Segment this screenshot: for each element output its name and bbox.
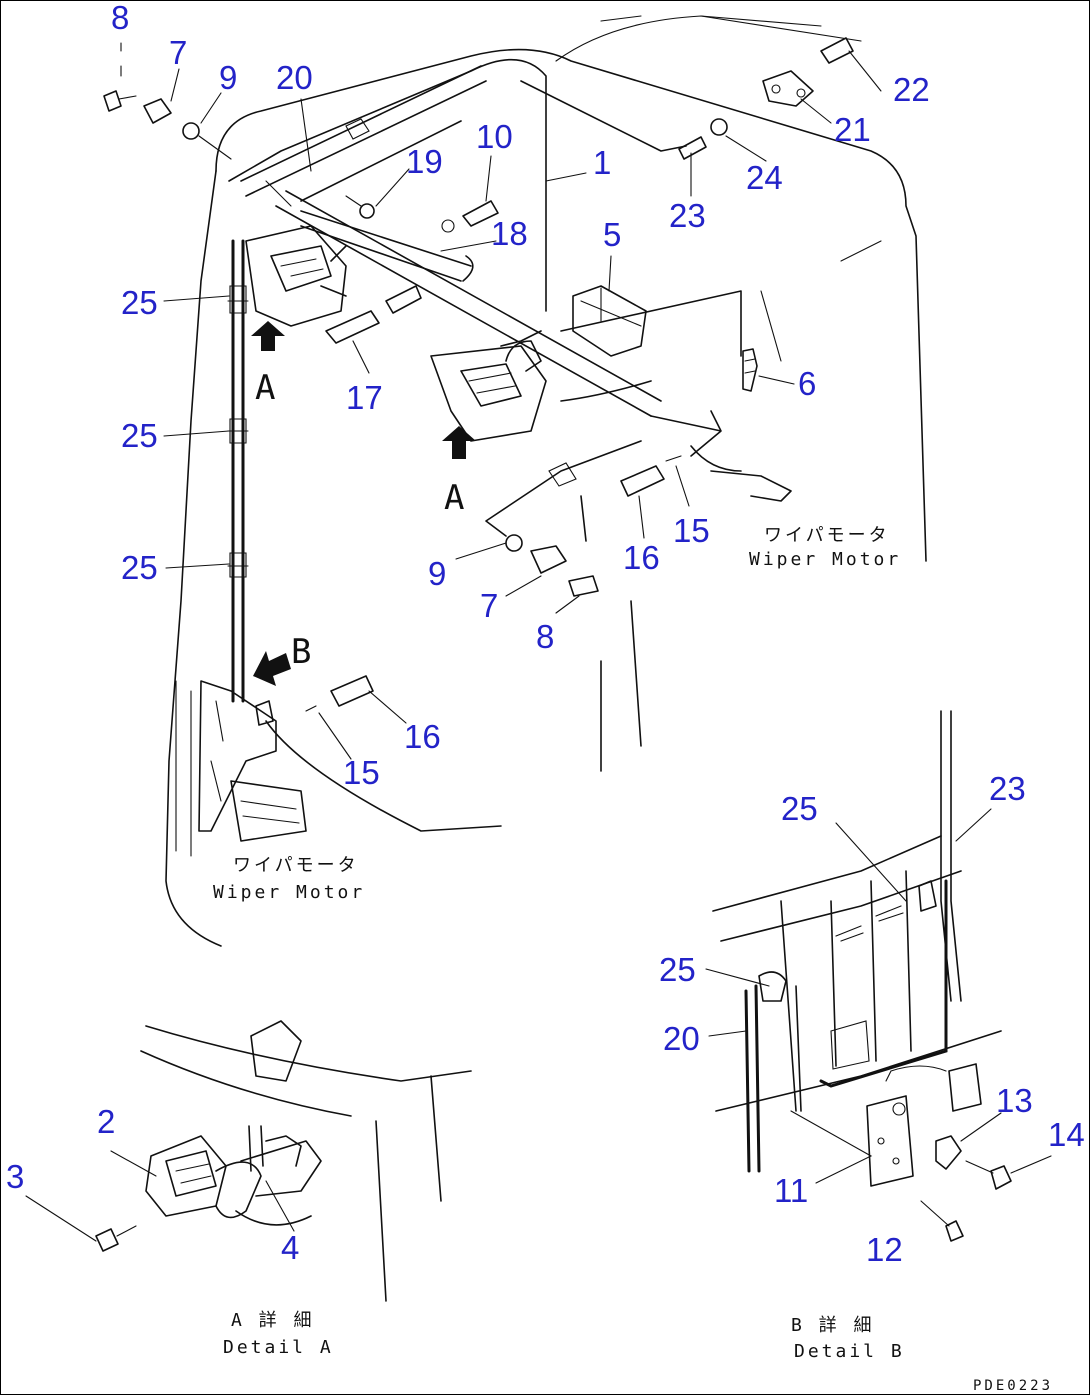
label-part-20: 20 [276, 59, 313, 96]
label-part-7: 7 [169, 34, 187, 71]
label-part-10: 10 [476, 118, 513, 155]
view-letter-b: B [291, 632, 311, 672]
label-part-15: 15 [673, 512, 710, 549]
detail-b-drawing [712, 710, 1012, 1242]
label-part-13: 13 [996, 1082, 1033, 1119]
left-pillar [227, 239, 249, 703]
label-part-4: 4 [281, 1229, 299, 1266]
label-part-17: 17 [346, 379, 383, 416]
part-number-labels: 8 7 9 20 10 19 1 18 5 22 21 24 23 25 6 1… [6, 1, 1085, 1268]
label-part-6: 6 [798, 365, 816, 402]
label-part-1: 1 [593, 144, 611, 181]
label-part-9: 9 [428, 555, 446, 592]
label-part-23: 23 [989, 770, 1026, 807]
label-part-5: 5 [603, 216, 621, 253]
label-part-25: 25 [121, 549, 158, 586]
label-part-25: 25 [781, 790, 818, 827]
label-part-9: 9 [219, 59, 237, 96]
label-part-15: 15 [343, 754, 380, 791]
label-part-25: 25 [659, 951, 696, 988]
view-letters: A A B [255, 368, 464, 672]
notes: ワイパモータ Wiper Motor ワイパモータ Wiper Motor A … [213, 525, 1053, 1394]
wiper-motor-jp-note: ワイパモータ [764, 525, 890, 546]
view-letter-a: A [444, 478, 464, 518]
relay-part-5 [572, 285, 647, 357]
label-part-18: 18 [491, 215, 528, 252]
upper-rail-and-harness [240, 65, 792, 537]
connector-part-6 [742, 348, 758, 392]
label-part-23: 23 [669, 197, 706, 234]
label-part-8: 8 [536, 618, 554, 655]
label-part-12: 12 [866, 1231, 903, 1268]
label-part-21: 21 [834, 111, 871, 148]
detail-b-en-caption: Detail B [794, 1341, 905, 1362]
label-part-24: 24 [746, 159, 783, 196]
leader-lines [25, 42, 1052, 1242]
detail-a-drawing [95, 1020, 472, 1302]
label-part-16: 16 [404, 718, 441, 755]
label-part-3: 3 [6, 1158, 24, 1195]
label-part-25: 25 [121, 417, 158, 454]
lower-left-wiper-motor [198, 680, 307, 842]
detail-a-jp-caption: A 詳 細 [231, 1310, 315, 1331]
label-part-11: 11 [774, 1172, 808, 1209]
label-part-2: 2 [97, 1103, 115, 1140]
label-part-14: 14 [1048, 1116, 1085, 1153]
wiper-motor-en-note: Wiper Motor [749, 549, 901, 570]
detail-b-jp-caption: B 詳 細 [791, 1315, 875, 1336]
label-part-25: 25 [121, 284, 158, 321]
label-part-8: 8 [111, 1, 129, 36]
detail-a-en-caption: Detail A [223, 1337, 334, 1358]
label-part-19: 19 [406, 143, 443, 180]
wiper-motor-en-note: Wiper Motor [213, 882, 365, 903]
hardware [103, 37, 854, 712]
label-part-16: 16 [623, 539, 660, 576]
drawing-code: PDE0223 [973, 1378, 1053, 1394]
label-part-20: 20 [663, 1020, 700, 1057]
view-letter-a: A [255, 368, 275, 408]
label-part-7: 7 [480, 587, 498, 624]
wiper-motor-jp-note: ワイパモータ [233, 855, 359, 876]
center-wiper-motor [430, 340, 547, 442]
view-arrows [251, 321, 476, 686]
left-wiper-motor [245, 225, 347, 327]
label-part-22: 22 [893, 71, 930, 108]
